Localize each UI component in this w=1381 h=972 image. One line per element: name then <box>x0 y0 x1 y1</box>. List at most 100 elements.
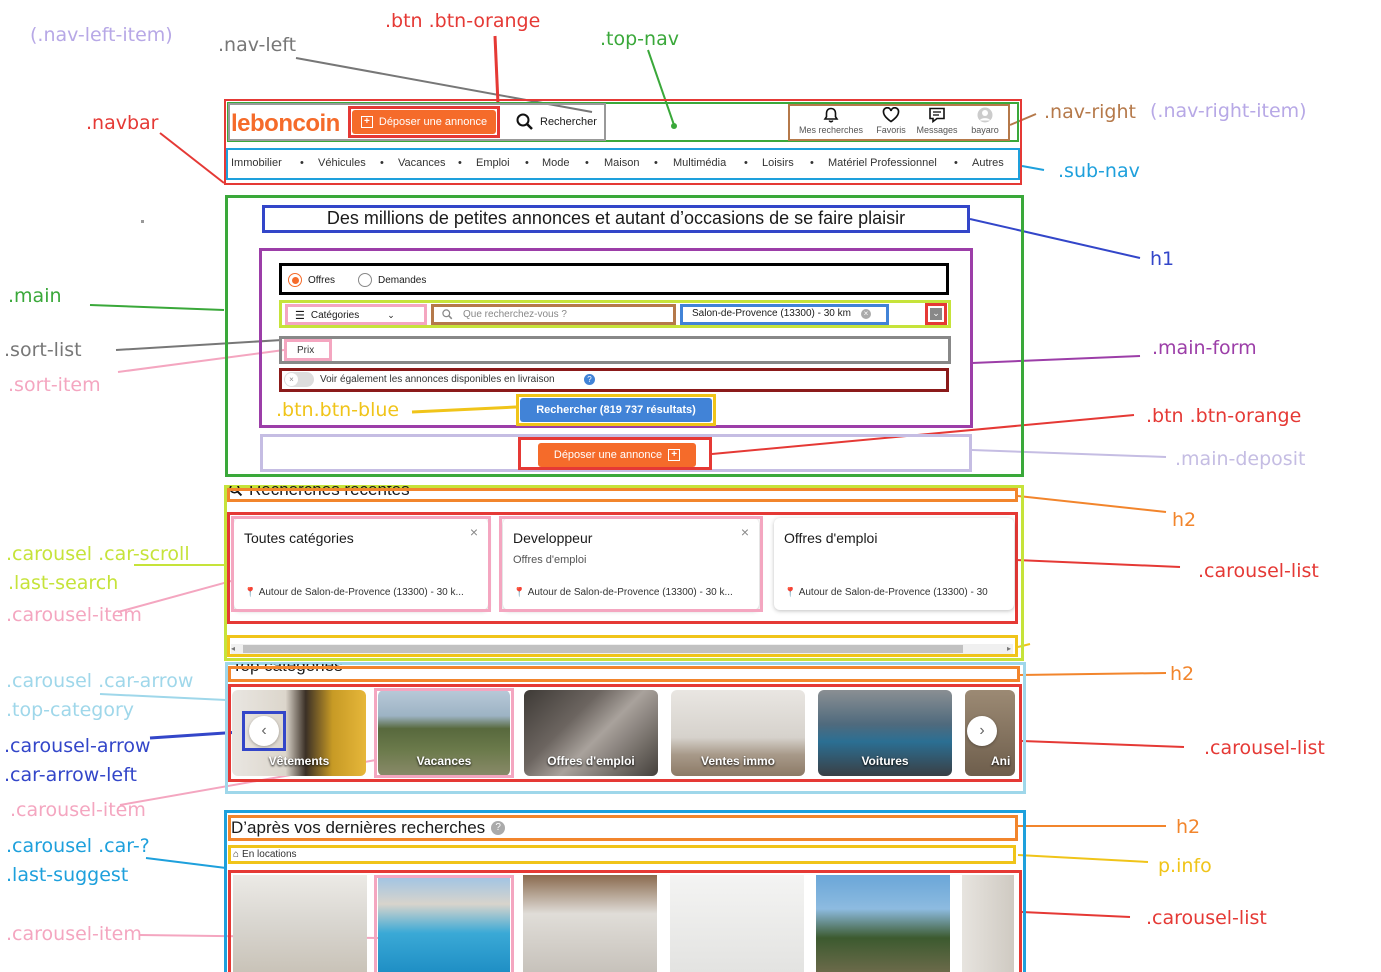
help-icon[interactable]: ? <box>491 821 506 835</box>
label-top-nav: .top-nav <box>600 28 679 50</box>
label-main-deposit: .main-deposit <box>1175 448 1306 470</box>
subnav-item-loisirs[interactable]: Loisirs <box>762 157 794 169</box>
home-icon: ⌂ <box>233 849 240 860</box>
recent-search-card[interactable]: Offres d'emploi 📍 Autour de Salon-de-Pro… <box>774 518 1014 610</box>
radio-demandes[interactable]: Demandes <box>358 273 426 287</box>
subnav-item-mode[interactable]: Mode <box>542 157 570 169</box>
subnav-separator: • <box>810 157 814 169</box>
label-carousel-arrow: .carousel .car-arrow <box>6 670 194 692</box>
h2-suggest-outline <box>228 815 1018 841</box>
subnav-item-emploi[interactable]: Emploi <box>476 157 510 169</box>
nav-right-messages[interactable]: Messages <box>914 105 960 141</box>
categories-select-label: Catégories <box>310 310 360 321</box>
leboncoin-logo[interactable]: leboncoin <box>231 110 340 137</box>
suggest-photo-kitchen[interactable] <box>523 875 657 972</box>
radio-row-outline <box>279 263 949 295</box>
nav-right-label: bayaro <box>971 125 999 135</box>
plus-square-icon: + <box>360 116 373 128</box>
p-info: ⌂ En locations <box>233 849 297 860</box>
category-tile-vacances[interactable]: Vacances <box>378 690 510 776</box>
search-input[interactable]: Que recherchez-vous ? <box>442 309 567 320</box>
recent-search-title: Offres d'emploi <box>784 530 878 546</box>
categories-select[interactable]: ☰ Catégories ⌄ <box>295 309 395 322</box>
label-nav-left-item: (.nav-left-item) <box>30 24 173 46</box>
main-form-outline <box>259 248 973 428</box>
radio-offres-label: Offres <box>308 274 336 286</box>
label-carousel-list-3: .carousel-list <box>1146 907 1267 929</box>
nav-right-label: Mes recherches <box>798 125 864 135</box>
subnav-item-multimedia[interactable]: Multimédia <box>673 157 727 169</box>
recent-search-card[interactable]: Toutes catégories × 📍 Autour de Salon-de… <box>234 518 488 610</box>
subnav-separator: • <box>380 157 384 169</box>
subnav-separator: • <box>525 157 529 169</box>
radio-unselected-icon <box>358 273 372 287</box>
label-nav-right-item: (.nav-right-item) <box>1150 100 1307 122</box>
categories-outline <box>285 304 427 325</box>
location-chip-label: Salon-de-Provence (13300) - 30 km <box>692 308 851 319</box>
h2-top-categories: Top catégories <box>232 664 343 675</box>
subnav-separator: • <box>954 157 958 169</box>
category-tile-label: Ventes immo <box>700 754 776 768</box>
carousel-arrow-left-button[interactable]: ‹ <box>249 716 279 746</box>
chevron-right-icon: › <box>979 722 985 739</box>
location-chip[interactable]: Salon-de-Provence (13300) - 30 km × <box>692 308 871 319</box>
subnav-item-maison[interactable]: Maison <box>604 157 640 169</box>
close-icon[interactable]: × <box>469 524 478 540</box>
suggest-photo-garden[interactable] <box>816 875 950 972</box>
recent-search-title: Developpeur <box>513 530 593 546</box>
deposit-button-main[interactable]: Déposer une annonce + <box>538 443 696 467</box>
suggest-photo-pool[interactable] <box>378 875 510 972</box>
subnav-item-vehicules[interactable]: Véhicules <box>318 157 366 169</box>
recent-search-card[interactable]: Developpeur Offres d'emploi × 📍 Autour d… <box>503 518 759 610</box>
scroll-left-icon[interactable]: ◂ <box>231 644 236 653</box>
nav-right-mes-recherches[interactable]: Mes recherches <box>796 105 866 141</box>
deposit-button-navbar[interactable]: + Déposer une annonce <box>352 110 496 134</box>
horizontal-scrollbar[interactable]: ◂ ▸ <box>231 644 1013 654</box>
label-btn-orange-top: .btn .btn-orange <box>385 10 541 32</box>
label-last-search: .last-search <box>8 572 119 594</box>
subnav-item-immobilier[interactable]: Immobilier <box>231 157 282 169</box>
scroll-right-icon[interactable]: ▸ <box>1006 644 1011 653</box>
clear-icon[interactable]: × <box>860 308 871 319</box>
sort-list-outline <box>279 336 951 364</box>
sort-item-prix[interactable]: Prix <box>297 345 315 356</box>
label-h2-3: h2 <box>1176 816 1201 838</box>
label-h2-2: h2 <box>1170 663 1195 685</box>
car-arrow-left-outline <box>242 711 286 751</box>
suggest-photo-partial[interactable] <box>962 875 1014 972</box>
carousel-item-outline <box>374 688 514 778</box>
label-sort-item: .sort-item <box>8 374 101 396</box>
carousel-item-outline <box>499 516 763 612</box>
scrollbar-thumb[interactable] <box>243 645 963 653</box>
category-tile-voitures[interactable]: Voitures <box>818 690 952 776</box>
label-nav-right: .nav-right <box>1044 101 1136 123</box>
close-icon[interactable]: × <box>740 524 749 540</box>
navbar-outline <box>224 99 1022 185</box>
carousel-list-recent-outline <box>227 512 1018 624</box>
category-tile-offres-emploi[interactable]: Offres d'emploi <box>524 690 658 776</box>
search-nav-button[interactable]: Rechercher <box>516 113 597 131</box>
nav-right-label: Messages <box>916 125 958 135</box>
suggest-photo-bedroom[interactable] <box>233 875 367 972</box>
location-pin-icon: 📍 <box>784 587 797 598</box>
subnav-item-materiel-pro[interactable]: Matériel Professionnel <box>828 157 937 169</box>
subnav-item-autres[interactable]: Autres <box>972 157 1004 169</box>
category-tile-ventes-immo[interactable]: Ventes immo <box>671 690 805 776</box>
suggest-photo-room[interactable] <box>670 875 804 972</box>
search-results-button[interactable]: Rechercher (819 737 résultats) <box>520 398 712 422</box>
help-icon[interactable]: ? <box>584 374 595 385</box>
subnav-separator: • <box>585 157 589 169</box>
deposit-button-outline <box>348 106 500 138</box>
radio-offres[interactable]: Offres <box>288 273 335 287</box>
recent-search-location: 📍 Autour de Salon-de-Provence (13300) - … <box>513 587 733 598</box>
filter-toggle-outline <box>925 303 947 325</box>
carousel-item-outline <box>231 516 491 612</box>
delivery-toggle[interactable]: × <box>284 372 314 387</box>
nav-right-favoris[interactable]: Favoris <box>868 105 914 141</box>
nav-right-account[interactable]: bayaro <box>962 105 1008 141</box>
subnav-item-vacances[interactable]: Vacances <box>398 157 446 169</box>
filter-toggle-button[interactable]: ⌄ <box>930 308 942 320</box>
subnav-separator: • <box>300 157 304 169</box>
label-navbar: .navbar <box>86 112 159 134</box>
carousel-arrow-right-button[interactable]: › <box>967 716 997 746</box>
